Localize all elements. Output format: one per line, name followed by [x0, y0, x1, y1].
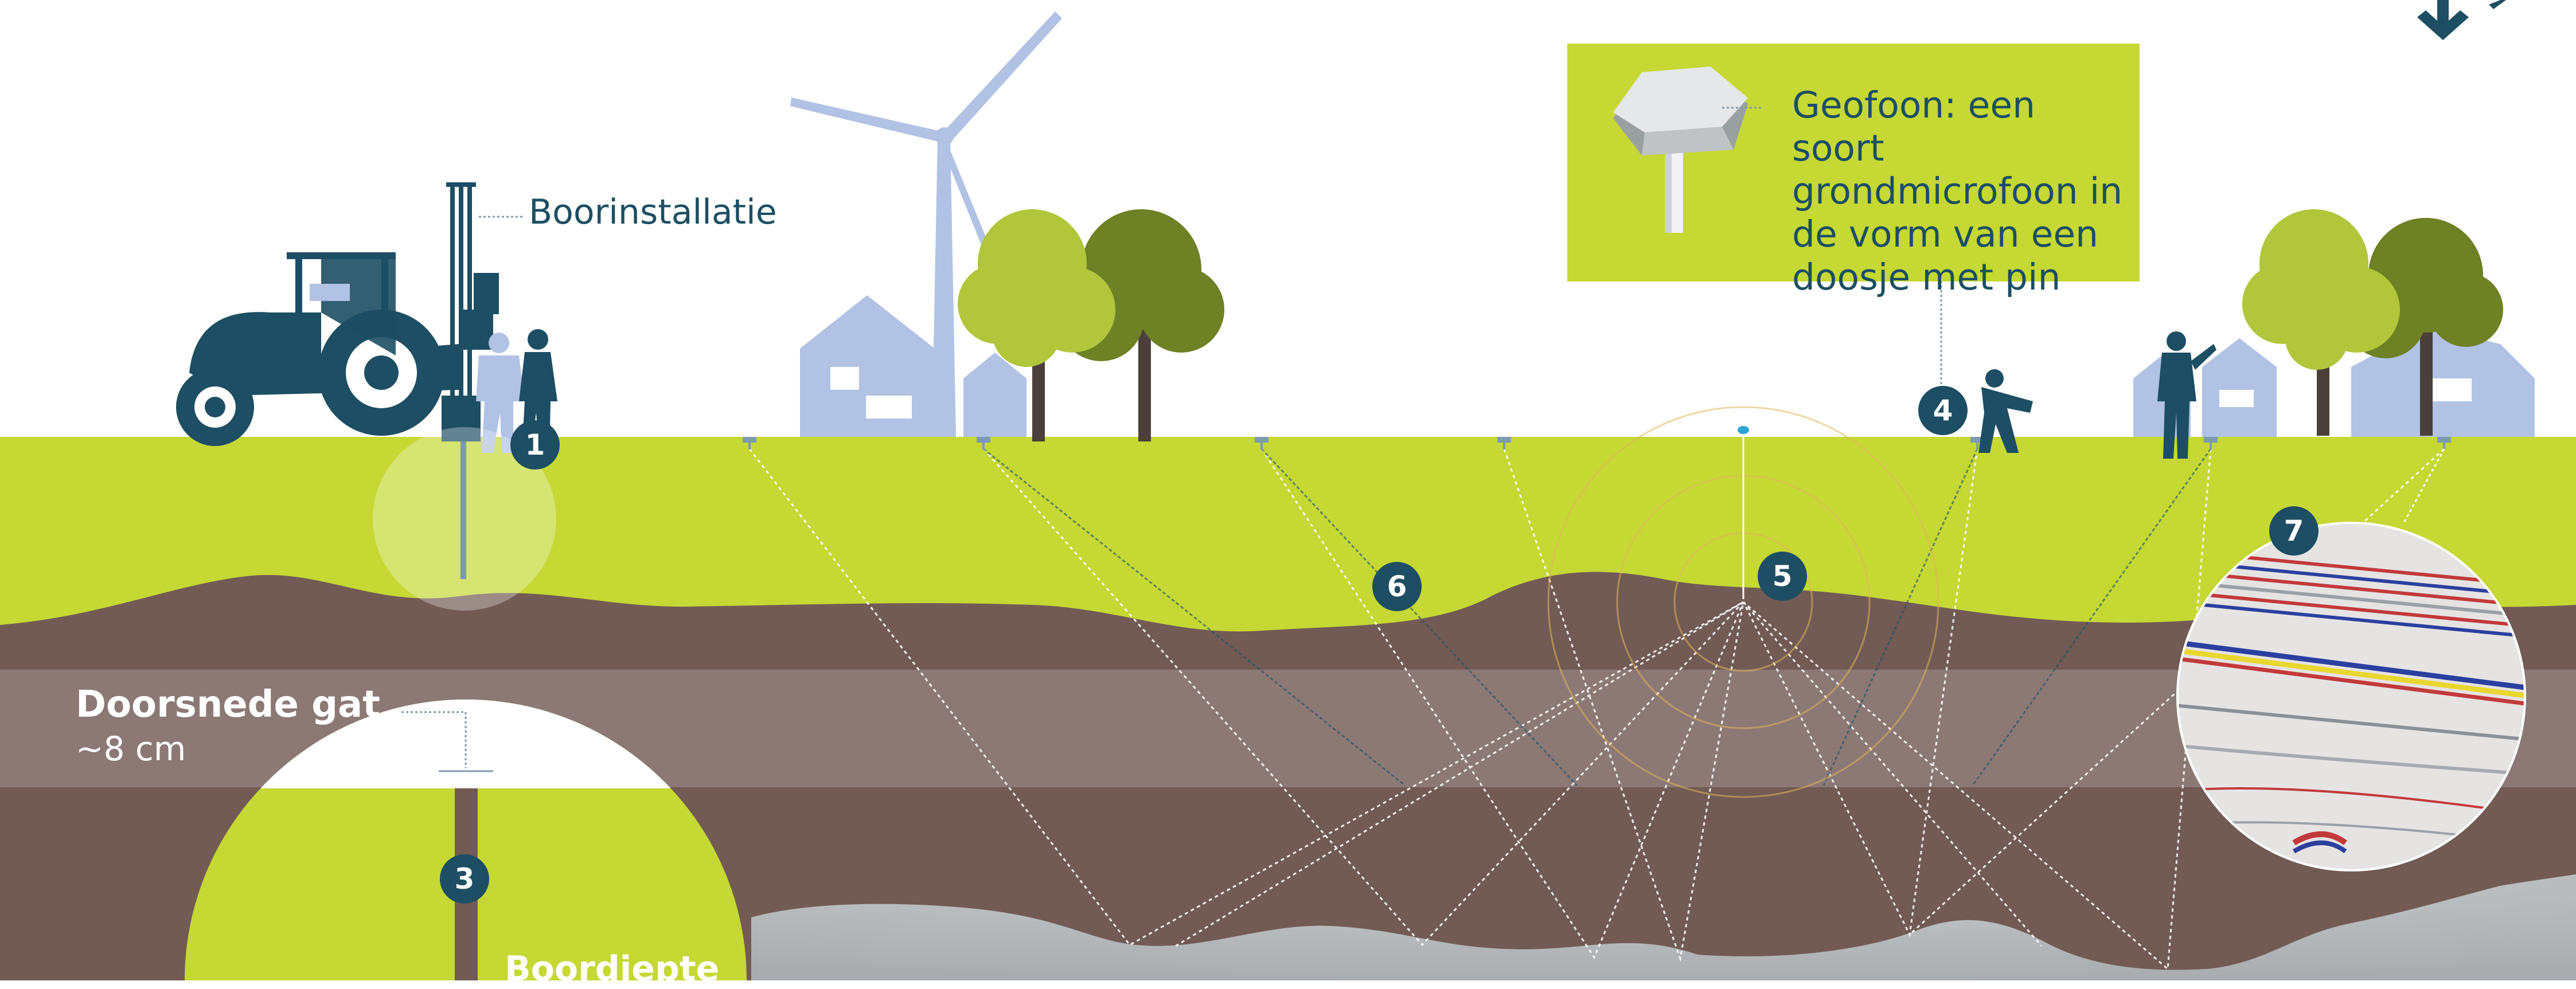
- house-icon: [800, 295, 1027, 437]
- marker-7[interactable]: 7: [2269, 506, 2319, 556]
- drill-rig-label: Boorinstallatie: [529, 192, 777, 232]
- person-icon: [1978, 369, 2033, 453]
- person-icon: [2157, 331, 2216, 459]
- geophone-label: Geofoon: een soort grondmicrofoon in de …: [1792, 84, 2123, 298]
- marker-1[interactable]: 1: [510, 420, 560, 470]
- marker-4[interactable]: 4: [1918, 386, 1968, 435]
- wind-turbine-icon: [790, 11, 1062, 437]
- marker-5[interactable]: 5: [1758, 552, 1807, 601]
- hole-size-label: ~8 cm: [76, 729, 186, 768]
- tree-icon: [958, 209, 1224, 441]
- seismic-rays-dark: [983, 448, 2212, 787]
- geophone-callout: Geofoon: een soort grondmicrofoon in de …: [1567, 44, 2140, 298]
- marker-3[interactable]: 3: [440, 854, 489, 904]
- marker-6[interactable]: 6: [1372, 562, 1422, 611]
- hole-section-title: Doorsnede gat: [76, 683, 380, 726]
- rock-layer: [751, 874, 2576, 980]
- seismic-source: [1738, 426, 1749, 434]
- drill-rig: [442, 182, 523, 441]
- arrow-down-icon[interactable]: [2417, 0, 2506, 40]
- borehole: [460, 441, 466, 579]
- tree-icon: [2242, 209, 2503, 436]
- seismic-image-border: [2176, 522, 2526, 871]
- geophone-icon: [1613, 67, 1762, 233]
- drill-depth-label: Boordiepte: [505, 949, 720, 989]
- tractor-icon: [176, 252, 493, 446]
